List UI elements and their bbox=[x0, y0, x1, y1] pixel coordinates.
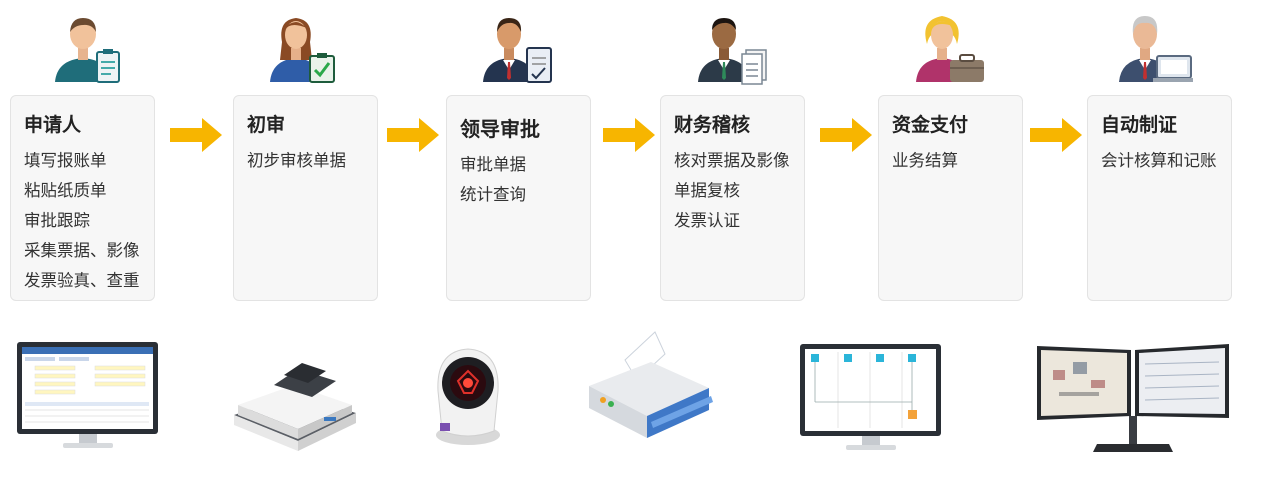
step-title: 初审 bbox=[247, 114, 286, 136]
step-line: 统计查询 bbox=[460, 185, 526, 204]
flow-arrow-icon bbox=[1030, 118, 1082, 152]
step-line: 填写报账单 bbox=[24, 151, 107, 170]
step-line: 审批单据 bbox=[460, 155, 526, 174]
step-card-fund-payment: 资金支付 业务结算 bbox=[878, 95, 1023, 301]
barcode-scanner-icon bbox=[436, 348, 500, 445]
step-title: 自动制证 bbox=[1101, 114, 1178, 136]
step-card-financial-audit: 财务稽核 核对票据及影像 单据复核 发票认证 bbox=[660, 95, 805, 301]
step-line: 发票认证 bbox=[674, 211, 740, 230]
step-card-initial-review: 初审 初步审核单据 bbox=[233, 95, 378, 301]
step-line: 审批跟踪 bbox=[24, 211, 90, 230]
step-line: 会计核算和记账 bbox=[1101, 151, 1217, 170]
step-line: 单据复核 bbox=[674, 181, 740, 200]
step-line: 初步审核单据 bbox=[247, 151, 346, 170]
flow-arrow-icon bbox=[170, 118, 222, 152]
step-card-auto-voucher: 自动制证 会计核算和记账 bbox=[1087, 95, 1232, 301]
leader-avatar-icon bbox=[483, 18, 552, 83]
step-title: 申请人 bbox=[24, 114, 82, 136]
step-card-applicant: 申请人 填写报账单 粘贴纸质单 审批跟踪 采集票据、影像 发票验真、查重 bbox=[10, 95, 155, 301]
flow-arrow-icon bbox=[387, 118, 439, 152]
flow-arrow-icon bbox=[603, 118, 655, 152]
step-line: 业务结算 bbox=[892, 151, 958, 170]
payment-avatar-icon bbox=[916, 16, 984, 82]
document-scanner-icon bbox=[234, 363, 356, 451]
step-title: 财务稽核 bbox=[674, 114, 751, 136]
step-line: 发票验真、查重 bbox=[24, 271, 140, 290]
step-line: 采集票据、影像 bbox=[24, 241, 140, 260]
printer-icon bbox=[589, 331, 713, 438]
dual-monitor-icon bbox=[1037, 344, 1229, 452]
step-title: 资金支付 bbox=[892, 114, 969, 136]
voucher-avatar-icon bbox=[1119, 16, 1193, 82]
monitor-form-icon bbox=[17, 342, 158, 448]
step-line: 核对票据及影像 bbox=[674, 151, 790, 170]
flow-arrow-icon bbox=[820, 118, 872, 152]
monitor-workflow-icon bbox=[800, 344, 941, 450]
auditor-avatar-icon bbox=[698, 18, 767, 85]
step-title: 领导审批 bbox=[460, 117, 540, 141]
step-line: 粘贴纸质单 bbox=[24, 181, 107, 200]
reviewer-avatar-icon bbox=[270, 18, 335, 83]
step-card-leader-approval: 领导审批 审批单据 统计查询 bbox=[446, 95, 591, 301]
applicant-avatar-icon bbox=[55, 18, 120, 83]
